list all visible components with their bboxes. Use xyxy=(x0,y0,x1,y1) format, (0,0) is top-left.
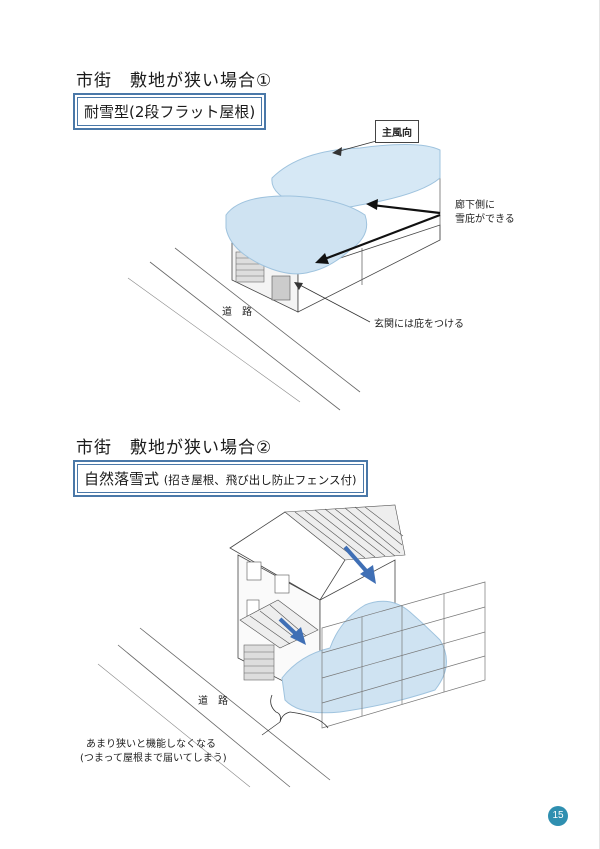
garage-door xyxy=(244,645,274,680)
road-label-2: 道 路 xyxy=(198,695,228,709)
page-number: 15 xyxy=(548,806,568,826)
note-label-2: (つまって屋根まで届いてしまう) xyxy=(80,752,227,766)
note-label-1: あまり狭いと機能しなくなる xyxy=(86,738,216,752)
